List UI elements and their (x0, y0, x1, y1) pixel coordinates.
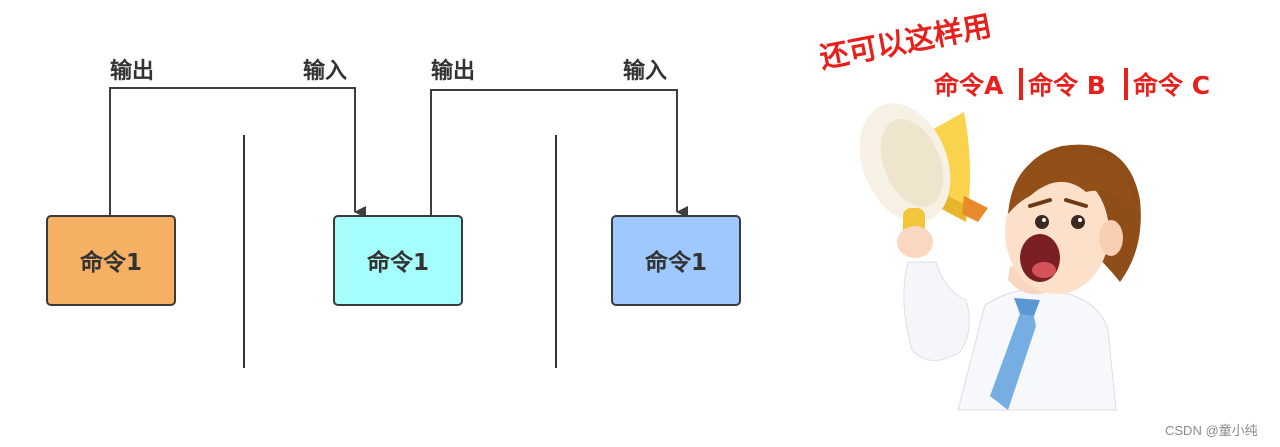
input-label-2: 输入 (623, 58, 667, 84)
person-with-megaphone-icon (859, 103, 1141, 411)
megaphone-mouthpiece-shape (962, 196, 988, 222)
megaphone-bell-inner-shape (880, 119, 944, 207)
tie-shape (990, 308, 1036, 410)
eye-left-shine-shape (1042, 218, 1046, 222)
tongue-shape (1032, 262, 1056, 278)
connector-output-to-input-2 (430, 89, 688, 218)
eye-right-shine-shape (1078, 218, 1082, 222)
command-box-3: 命令1 (611, 215, 741, 306)
arm-sleeve-shape (903, 261, 970, 361)
command-box-1-label: 命令1 (80, 249, 142, 276)
command-box-2: 命令1 (333, 215, 463, 306)
command-box-2-shape (333, 215, 463, 306)
eyebrow-left-shape (1028, 198, 1052, 208)
command-box-3-shape (611, 215, 741, 306)
callout-pipe-1 (1019, 68, 1023, 100)
callout-command-a: 命令A (934, 71, 1004, 100)
eyebrow-right-shape (1064, 198, 1088, 208)
watermark-text: CSDN @童小纯 (1165, 423, 1258, 438)
callout-pipe-example: 命令A 命令 B 命令 C (934, 68, 1210, 100)
command-box-2-label: 命令1 (367, 249, 429, 276)
command-box-1-shape (46, 215, 176, 306)
eye-left-shape (1035, 215, 1049, 229)
connector-output-to-input-1 (109, 87, 366, 218)
command-box-3-label: 命令1 (645, 249, 707, 276)
eye-right-shape (1071, 215, 1085, 229)
command-box-1: 命令1 (46, 215, 176, 306)
ear-shape (1099, 220, 1123, 256)
callout-pipe-2 (1124, 68, 1128, 100)
tie-knot-shape (1014, 298, 1040, 316)
callout-command-b: 命令 B (1028, 71, 1106, 100)
output-label-2: 输出 (431, 58, 475, 84)
hair-front-shape (1008, 150, 1136, 214)
input-label-1: 输入 (303, 58, 347, 84)
hand-shape (897, 226, 933, 258)
callout-exclaim: 还可以这样用 (817, 8, 994, 75)
callout-command-c: 命令 C (1133, 71, 1210, 100)
output-label-1: 输出 (110, 58, 154, 84)
